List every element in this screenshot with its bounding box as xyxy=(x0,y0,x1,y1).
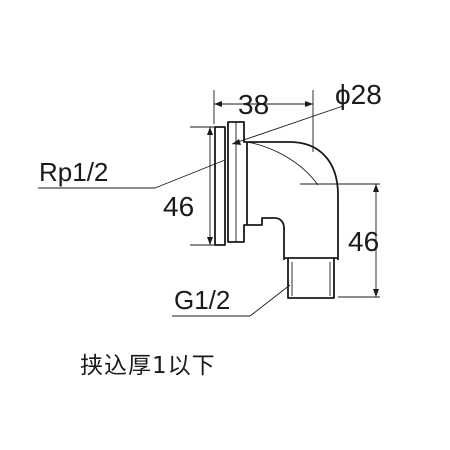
elbow-body xyxy=(246,141,339,260)
dimension-38-label: 38 xyxy=(238,89,269,120)
dimension-46-left-label: 46 xyxy=(163,191,194,222)
callout-g: G1/2 xyxy=(172,284,291,317)
dimension-46-right-label: 46 xyxy=(348,226,379,257)
wall-plate xyxy=(214,126,226,246)
dimension-diameter-label: ϕ28 xyxy=(335,79,382,110)
dimension-46-left: 46 xyxy=(163,126,215,246)
callout-rp-label: Rp1/2 xyxy=(39,157,108,187)
dimension-46-right: 46 xyxy=(300,183,380,298)
callout-g-label: G1/2 xyxy=(174,285,230,315)
outlet-thread xyxy=(284,257,338,299)
dimension-38: 38 xyxy=(213,89,314,152)
clamp-thickness-note: 挟込厚1以下 xyxy=(80,353,216,379)
callout-rp: Rp1/2 xyxy=(38,157,226,189)
dimension-diameter: ϕ28 xyxy=(231,79,382,145)
